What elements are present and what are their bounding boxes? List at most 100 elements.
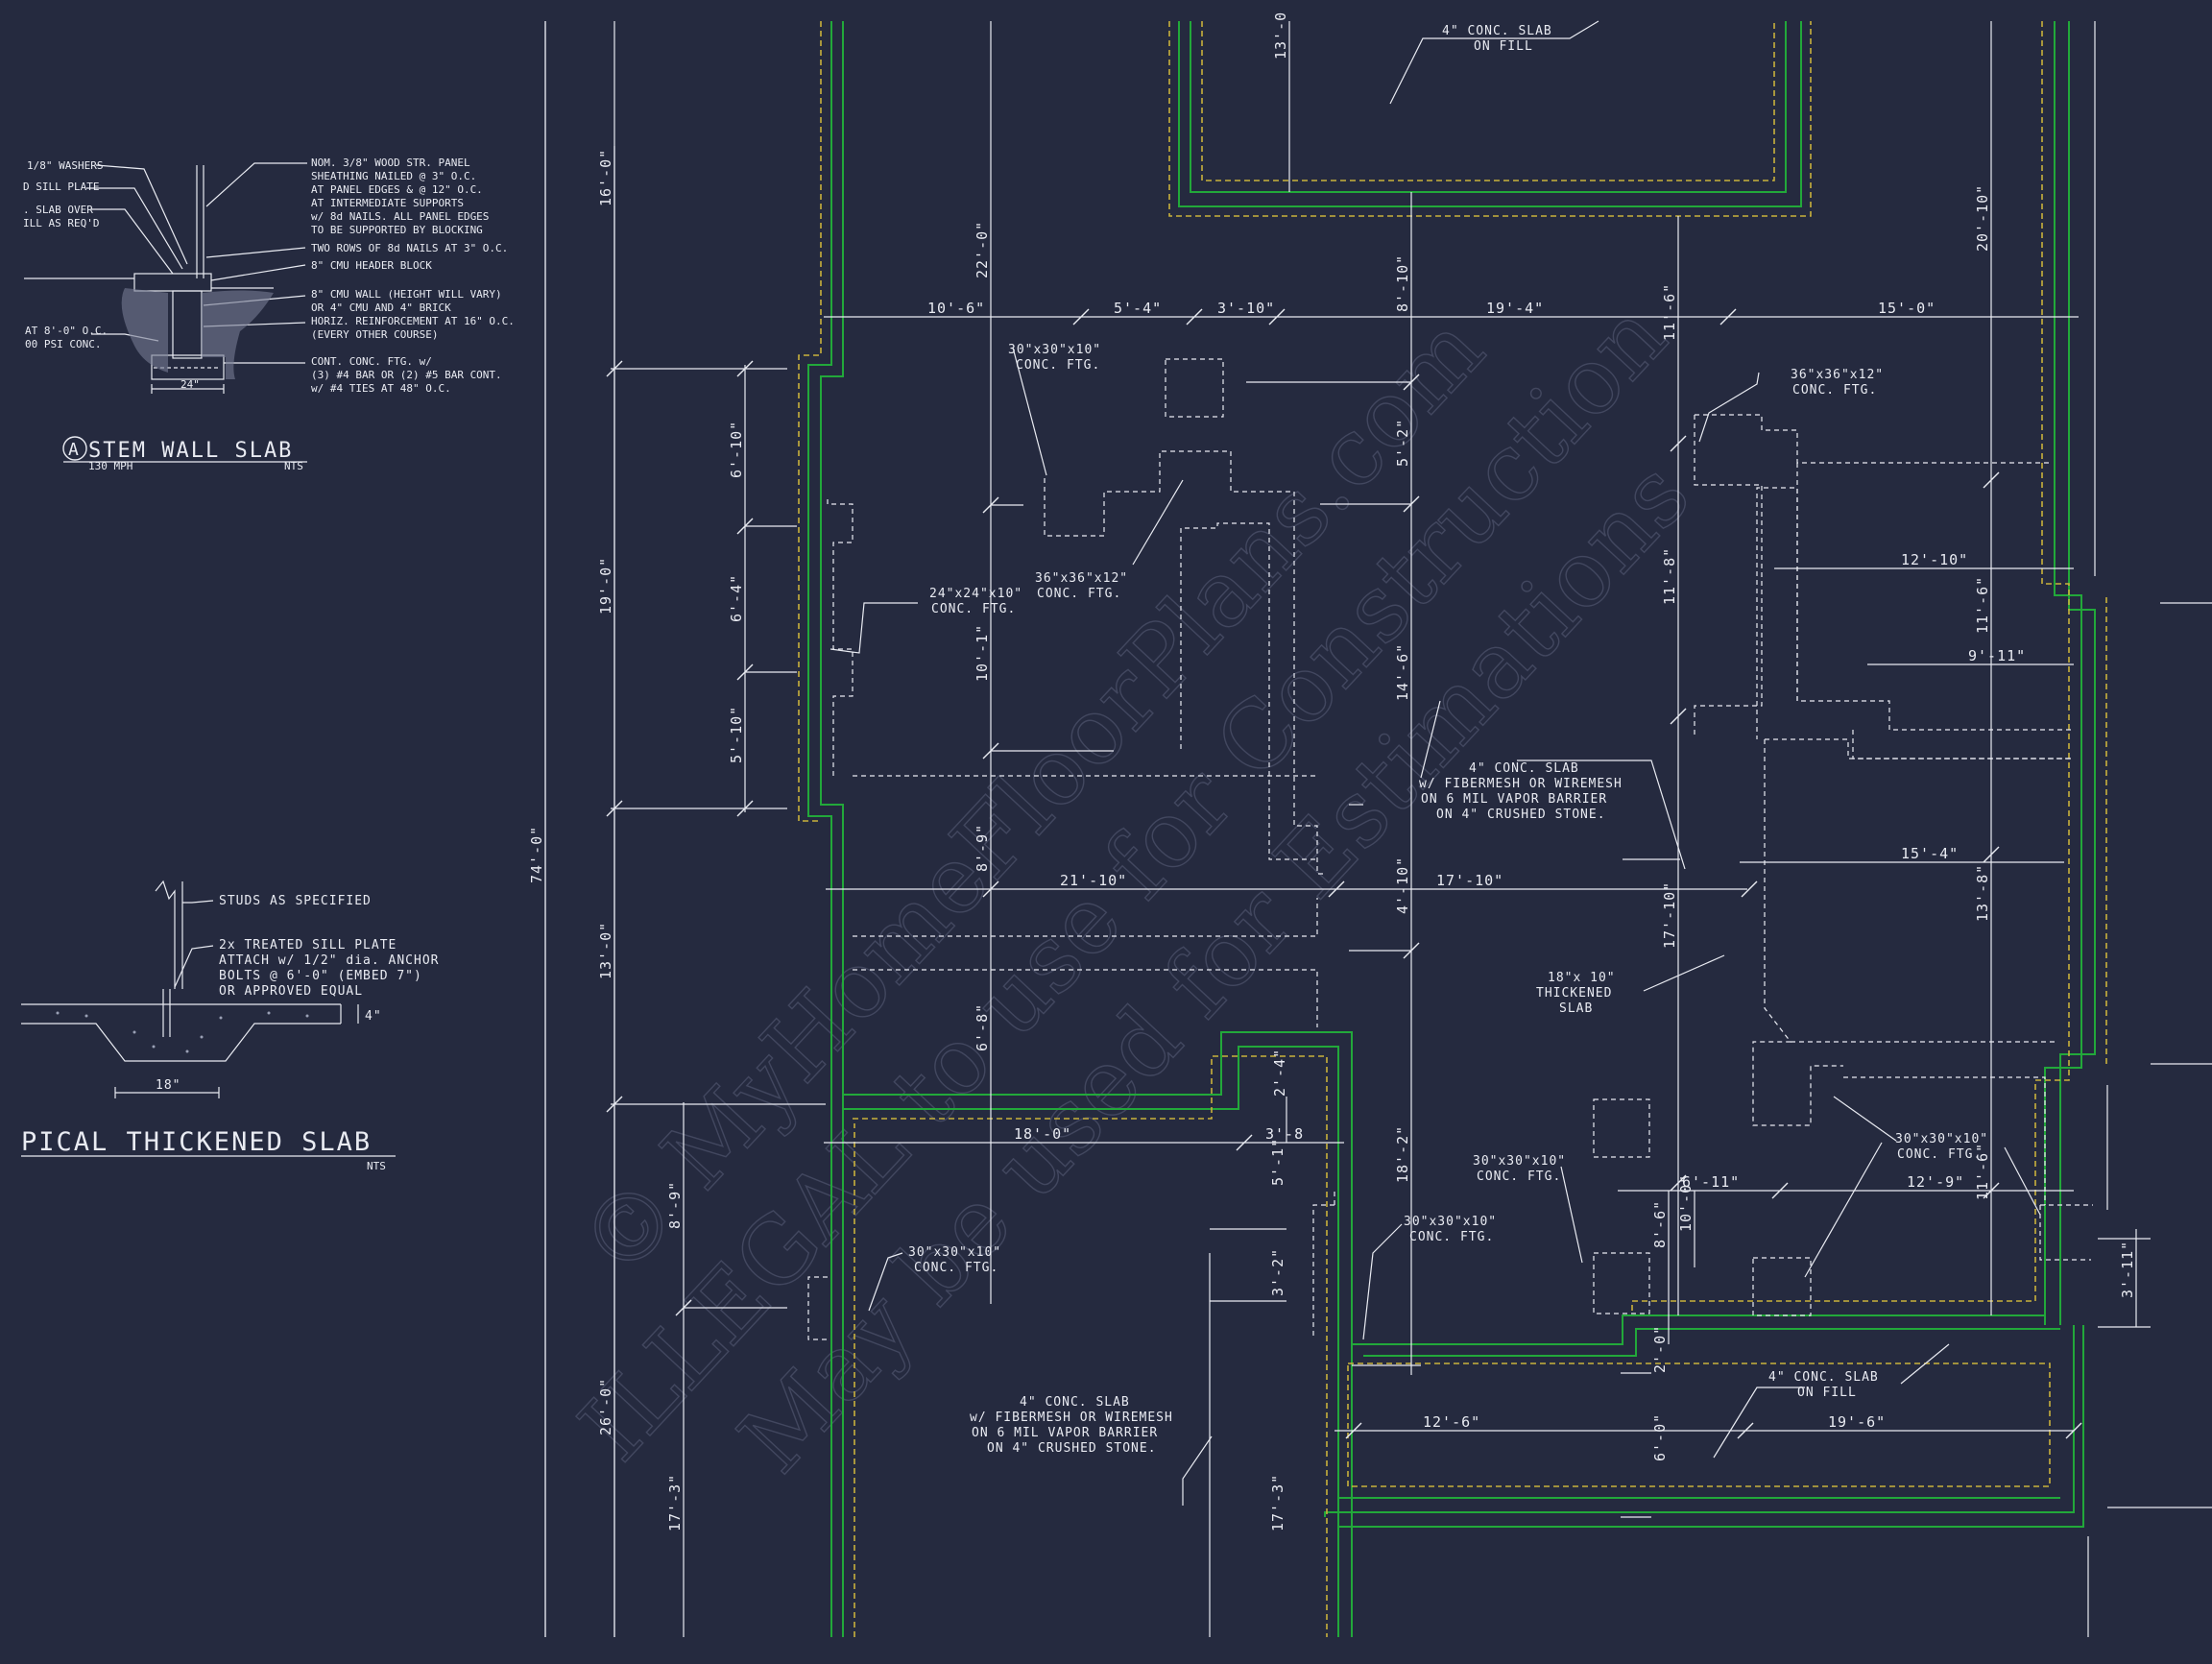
label-ftg-30b-2: CONC. FTG. (1477, 1170, 1561, 1184)
thickened-detail-title: PICAL THICKENED SLAB (21, 1127, 372, 1157)
stem-note-left-2: D SILL PLATE (23, 181, 99, 193)
label-slab-main-4: ON 4" CRUSHED STONE. (1436, 808, 1606, 822)
detail-thickened-slab: STUDS AS SPECIFIED 2x TREATED SILL PLATE… (21, 880, 439, 1172)
dim-22-0: 22'-0" (974, 221, 991, 278)
label-slab-lower-2: w/ FIBERMESH OR WIREMESH (970, 1411, 1173, 1425)
label-ftg-24-2: CONC. FTG. (931, 602, 1016, 616)
dim-10-6: 10'-6" (927, 300, 985, 317)
label-thickened-2: THICKENED (1536, 986, 1612, 1001)
dim-13-c: 13'-0 (1272, 12, 1289, 60)
dim-15-0: 15'-0" (1878, 300, 1936, 317)
thick-depth-dim: 4" (365, 1009, 382, 1024)
stem-note-left-1: 1/8" WASHERS (27, 159, 103, 172)
thick-width-dim: 18" (156, 1078, 180, 1093)
stem-note-right-9: 8" CMU WALL (HEIGHT WILL VARY) (311, 288, 502, 301)
stem-note-right-6: TO BE SUPPORTED BY BLOCKING (311, 224, 483, 236)
dim-3-8: 3'-8 (1265, 1125, 1304, 1143)
dim-74-0: 74'-0" (528, 826, 545, 883)
label-slab-fill-bottom-1: 4" CONC. SLAB (1768, 1370, 1879, 1385)
label-slab-lower-1: 4" CONC. SLAB (1020, 1395, 1130, 1410)
label-ftg-30d-2: CONC. FTG. (1897, 1147, 1982, 1162)
stem-note-right-14: (3) #4 BAR OR (2) #5 BAR CONT. (311, 369, 502, 381)
dim-10-1: 10'-1" (974, 624, 991, 682)
dimension-lines (544, 21, 2212, 1637)
dim-6-11: 6'-11" (1682, 1173, 1740, 1191)
label-ftg-30c-1: 30"x30"x10" (1404, 1215, 1497, 1229)
label-thickened-1: 18"x 10" (1548, 971, 1616, 985)
dim-21-10: 21'-10" (1060, 872, 1127, 889)
stem-note-left-6: 00 PSI CONC. (25, 338, 101, 350)
dimension-ticks (606, 308, 2082, 1439)
label-slab-main-1: 4" CONC. SLAB (1469, 761, 1579, 776)
label-thickened-3: SLAB (1559, 1001, 1593, 1016)
dim-5-4: 5'-4" (1114, 300, 1162, 317)
label-ftg-30a-2: CONC. FTG. (1016, 358, 1100, 373)
dim-14-6: 14'-6" (1394, 643, 1411, 701)
dim-8-9b: 8'-9" (974, 824, 991, 872)
dim-11-8: 11'-8" (1661, 547, 1678, 605)
stem-detail-title: STEM WALL SLAB (88, 439, 293, 463)
label-ftg-30b-1: 30"x30"x10" (1473, 1154, 1566, 1169)
dim-3-11: 3'-11" (2119, 1241, 2136, 1298)
stem-detail-marker: A (68, 440, 79, 460)
label-slab-main-3: ON 6 MIL VAPOR BARRIER (1421, 792, 1607, 807)
label-ftg-30a-1: 30"x30"x10" (1008, 343, 1101, 357)
dim-9-11: 9'-11" (1968, 647, 2026, 664)
dim-6-10: 6'-10" (728, 421, 745, 478)
dim-20-10: 20'-10" (1974, 184, 1991, 252)
dim-2-0: 2'-0" (1651, 1325, 1669, 1373)
dim-3-10: 3'-10" (1217, 300, 1275, 317)
label-ftg-36a-2: CONC. FTG. (1037, 587, 1121, 601)
dim-4-10: 4'-10" (1394, 856, 1411, 914)
footing-edge-lines (798, 21, 2107, 1637)
stem-note-left-5: AT 8'-0" O.C. (25, 325, 108, 337)
stem-note-right-5: w/ 8d NAILS. ALL PANEL EDGES (311, 210, 489, 223)
stem-note-right-3: AT PANEL EDGES & @ 12" O.C. (311, 183, 483, 196)
label-slab-fill-bottom-2: ON FILL (1797, 1386, 1857, 1400)
stem-note-right-11: HORIZ. REINFORCEMENT AT 16" O.C. (311, 315, 515, 327)
dim-11-6c: 11'-6" (1974, 1143, 1991, 1200)
stem-note-left-4: ILL AS REQ'D (23, 217, 99, 229)
dim-8-9: 8'-9" (666, 1181, 684, 1229)
dim-18-0: 18'-0" (1014, 1125, 1071, 1143)
dim-19-0: 19'-0" (597, 557, 614, 615)
dim-10-0: 10'-0" (1677, 1174, 1695, 1232)
stem-note-right-15: w/ #4 TIES AT 48" O.C. (311, 382, 451, 395)
thickened-detail-scale: NTS (367, 1160, 386, 1172)
dim-18-2: 18'-2" (1394, 1125, 1411, 1183)
stem-note-left-3: . SLAB OVER (23, 204, 93, 216)
dim-16-0: 16'-0" (597, 149, 614, 206)
dim-12-9: 12'-9" (1907, 1173, 1964, 1191)
dim-6-8: 6'-8" (974, 1003, 991, 1051)
dim-13-8: 13'-8" (1974, 864, 1991, 922)
label-ftg-36b-2: CONC. FTG. (1792, 383, 1877, 398)
plan-labels: 4" CONC. SLAB ON FILL 30"x30"x10" CONC. … (908, 24, 1988, 1456)
label-ftg-30d-1: 30"x30"x10" (1895, 1132, 1988, 1146)
dim-26-0: 26'-0" (597, 1378, 614, 1435)
dim-5-2: 5'-2" (1394, 419, 1411, 467)
stem-note-right-8: 8" CMU HEADER BLOCK (311, 259, 432, 272)
label-ftg-24-1: 24"x24"x10" (929, 587, 1022, 601)
dim-19-4: 19'-4" (1486, 300, 1544, 317)
dim-17-10h: 17'-10" (1436, 872, 1503, 889)
stem-note-right-7: TWO ROWS OF 8d NAILS AT 3" O.C. (311, 242, 508, 254)
dim-12-6: 12'-6" (1423, 1413, 1480, 1431)
dim-12-10: 12'-10" (1901, 551, 1968, 568)
label-slab-lower-4: ON 4" CRUSHED STONE. (987, 1441, 1157, 1456)
stem-note-right-1: NOM. 3/8" WOOD STR. PANEL (311, 157, 470, 169)
dim-3-2: 3'-2" (1269, 1248, 1286, 1296)
dim-17-3: 17'-3" (666, 1474, 684, 1531)
dim-5-1: 5'-1" (1269, 1138, 1286, 1186)
label-ftg-36a-1: 36"x36"x12" (1035, 571, 1128, 586)
thick-note-5: OR APPROVED EQUAL (219, 984, 363, 999)
detail-stem-wall-slab: 1/8" WASHERS D SILL PLATE . SLAB OVER IL… (23, 157, 515, 472)
dim-17-3b: 17'-3" (1269, 1474, 1286, 1531)
stem-note-right-13: CONT. CONC. FTG. w/ (311, 355, 432, 368)
label-ftg-30e-1: 30"x30"x10" (908, 1245, 1001, 1260)
dimension-texts: 16'-0" 19'-0" 74'-0" 13'-0" 26'-0" 6'-10… (528, 12, 2136, 1531)
dim-15-4: 15'-4" (1901, 845, 1959, 862)
label-ftg-36b-1: 36"x36"x12" (1791, 368, 1884, 382)
dim-17-10v: 17'-10" (1661, 881, 1678, 949)
